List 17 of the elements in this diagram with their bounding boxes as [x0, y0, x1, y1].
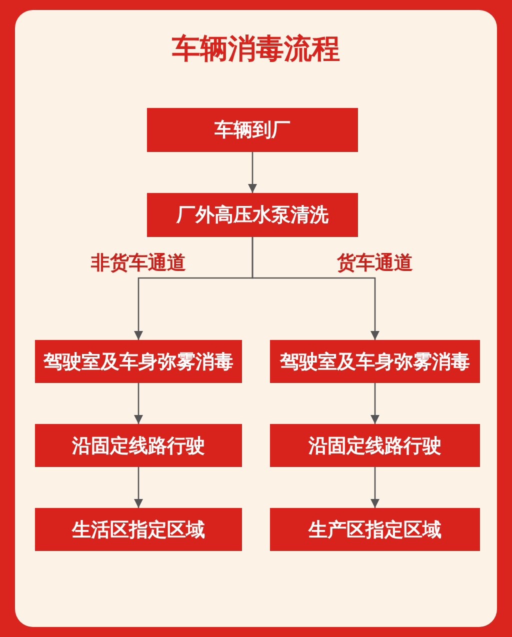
process-box: 生活区指定区域 [35, 508, 242, 551]
process-box: 生产区指定区域 [270, 508, 480, 551]
arrow [134, 467, 144, 508]
process-box: 沿固定线路行驶 [270, 424, 480, 467]
arrow [248, 152, 258, 193]
arrow [134, 383, 144, 424]
process-box: 沿固定线路行驶 [35, 424, 242, 467]
process-box: 驾驶室及车身弥雾消毒 [35, 340, 242, 383]
arrow [252, 237, 380, 340]
arrow [370, 383, 380, 424]
process-box: 车辆到厂 [147, 108, 358, 152]
arrow [370, 467, 380, 508]
edge-label: 非货车通道 [89, 250, 188, 276]
title: 车辆消毒流程 [172, 32, 340, 65]
edge-label: 货车通道 [335, 250, 415, 276]
process-box: 厂外高压水泵清洗 [147, 193, 358, 237]
process-box: 驾驶室及车身弥雾消毒 [270, 340, 480, 383]
